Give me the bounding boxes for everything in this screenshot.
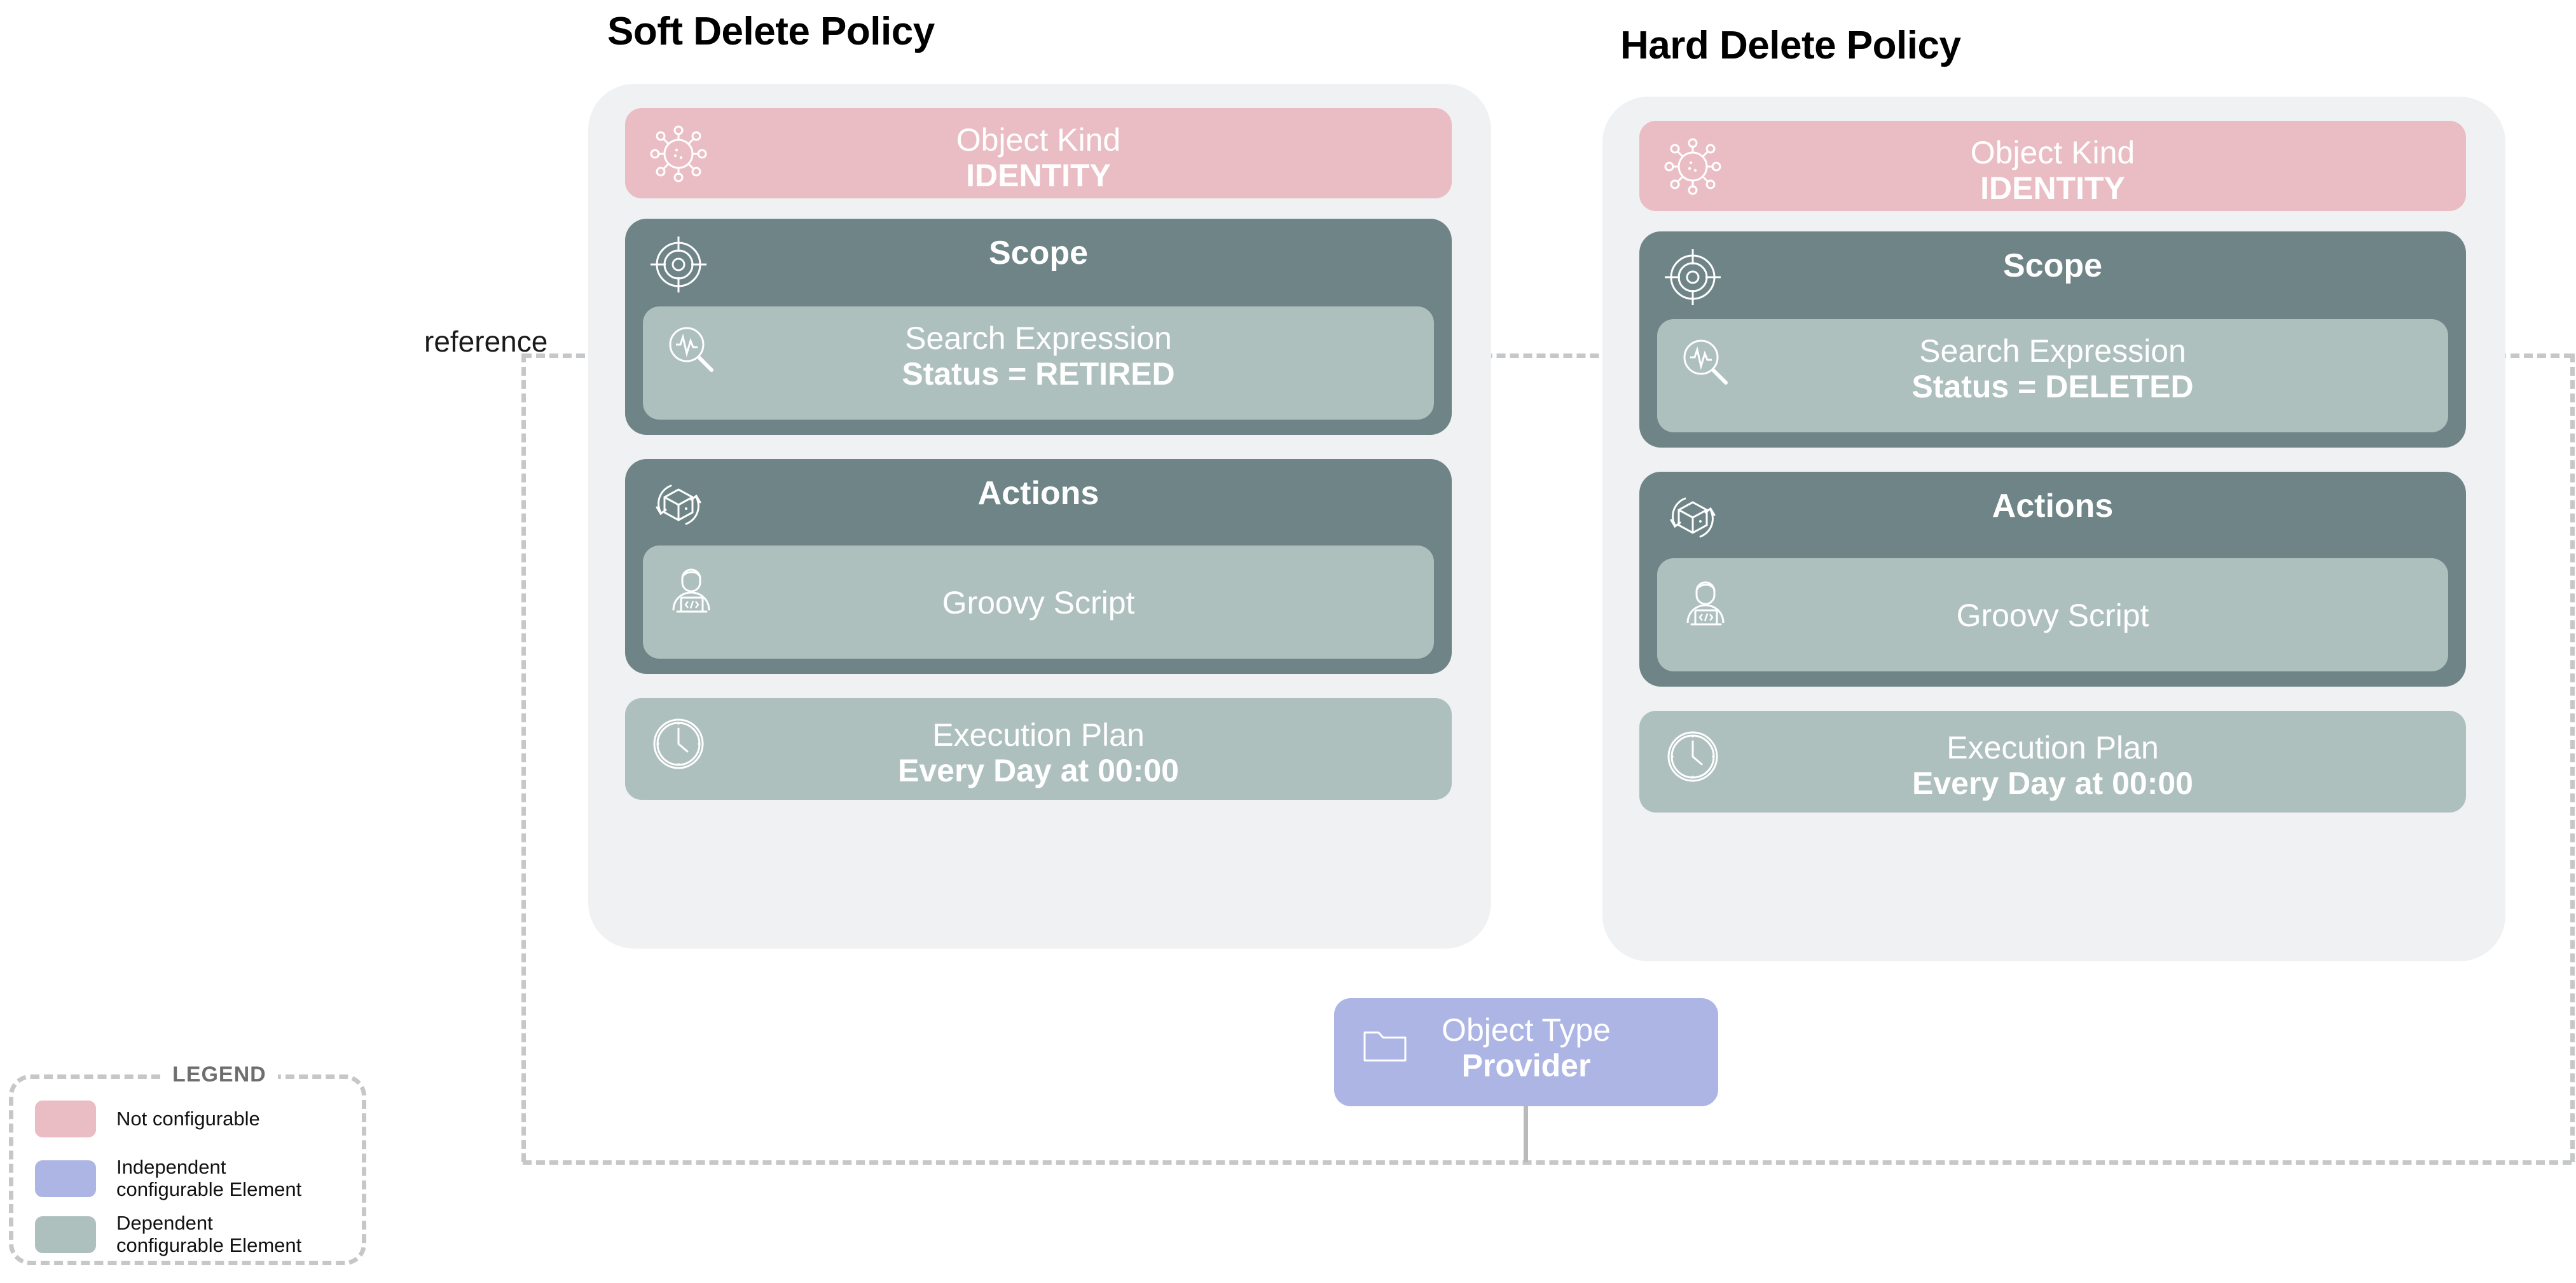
policy-title-soft-delete: Soft Delete Policy (607, 10, 935, 53)
developer-icon (1677, 573, 1733, 629)
box-refresh-icon (649, 476, 708, 534)
execution-plan-card[interactable]: Execution Plan Every Day at 00:00 (1639, 711, 2466, 813)
execution-plan-value: Every Day at 00:00 (898, 753, 1179, 788)
reference-line-left (521, 353, 526, 1162)
scope-title: Scope (2002, 247, 2103, 284)
legend-item-not-configurable: Not configurable (35, 1101, 260, 1137)
actions-section[interactable]: Actions Groovy Script (1639, 472, 2466, 687)
legend-item-dependent: Dependent configurable Element (35, 1212, 301, 1256)
reference-line-right (2570, 353, 2575, 1162)
legend-swatch-not-configurable (35, 1101, 96, 1137)
search-expression-label: Search Expression (905, 320, 1172, 356)
actions-title: Actions (1992, 488, 2114, 525)
target-icon (1663, 248, 1722, 306)
molecule-icon (649, 125, 708, 183)
policy-title-hard-delete: Hard Delete Policy (1620, 24, 1961, 67)
target-icon (649, 235, 708, 294)
actions-title: Actions (977, 475, 1099, 512)
legend-swatch-dependent (35, 1216, 96, 1253)
search-expression-card[interactable]: Search Expression Status = RETIRED (643, 306, 1434, 420)
groovy-script-label: Groovy Script (942, 585, 1135, 621)
execution-plan-label: Execution Plan (1946, 730, 2159, 765)
execution-plan-value: Every Day at 00:00 (1912, 765, 2193, 801)
clock-icon (649, 715, 708, 773)
search-pulse-icon (1677, 334, 1733, 390)
groovy-script-card[interactable]: Groovy Script (1657, 558, 2448, 671)
groovy-script-label: Groovy Script (1956, 598, 2149, 633)
reference-label: reference (424, 325, 548, 358)
execution-plan-label: Execution Plan (932, 717, 1145, 753)
object-kind-label: Object Kind (1970, 135, 2135, 170)
legend: LEGEND Not configurable Independent conf… (9, 1062, 366, 1265)
object-kind-label: Object Kind (956, 122, 1121, 158)
object-type-card[interactable]: Object Type Provider (1334, 998, 1718, 1106)
reference-line-top (523, 353, 2573, 358)
groovy-script-card[interactable]: Groovy Script (643, 545, 1434, 659)
groovy-script-text: Groovy Script (643, 585, 1434, 621)
search-expression-value: Status = RETIRED (902, 356, 1175, 392)
object-kind-text: Object Kind IDENTITY (1639, 135, 2466, 206)
molecule-icon (1663, 137, 1722, 196)
search-expression-text: Search Expression Status = RETIRED (643, 320, 1434, 392)
legend-label-independent: Independent configurable Element (116, 1156, 302, 1200)
scope-section[interactable]: Scope Search Expression Status = RETIRED (625, 219, 1452, 435)
policy-panel-soft-delete: Object Kind IDENTITY Scope (588, 84, 1491, 949)
box-refresh-icon (1663, 488, 1722, 547)
object-type-label: Object Type (1442, 1012, 1611, 1048)
scope-section[interactable]: Scope Search Expression Status = DELETED (1639, 231, 2466, 448)
search-pulse-icon (663, 322, 719, 378)
folder-icon (1360, 1020, 1410, 1071)
groovy-script-text: Groovy Script (1657, 598, 2448, 633)
execution-plan-card[interactable]: Execution Plan Every Day at 00:00 (625, 698, 1452, 800)
object-type-text: Object Type Provider (1334, 1012, 1718, 1083)
provider-connector-line (1524, 1106, 1528, 1162)
object-kind-card[interactable]: Object Kind IDENTITY (1639, 121, 2466, 211)
execution-plan-text: Execution Plan Every Day at 00:00 (625, 717, 1452, 788)
legend-label-not-configurable: Not configurable (116, 1107, 260, 1130)
reference-line-bottom (523, 1160, 2572, 1165)
object-kind-value: IDENTITY (966, 158, 1111, 193)
search-expression-label: Search Expression (1919, 333, 2186, 369)
object-type-value: Provider (1461, 1048, 1591, 1083)
scope-title: Scope (988, 235, 1089, 271)
object-kind-value: IDENTITY (1980, 170, 2125, 206)
execution-plan-text: Execution Plan Every Day at 00:00 (1639, 730, 2466, 801)
legend-swatch-independent (35, 1160, 96, 1197)
developer-icon (663, 561, 719, 617)
clock-icon (1663, 727, 1722, 786)
search-expression-value: Status = DELETED (1911, 369, 2194, 404)
legend-item-independent: Independent configurable Element (35, 1156, 301, 1200)
policy-panel-hard-delete: Object Kind IDENTITY Scope (1602, 97, 2505, 961)
actions-section[interactable]: Actions Groovy Script (625, 459, 1452, 674)
search-expression-text: Search Expression Status = DELETED (1657, 333, 2448, 404)
object-kind-text: Object Kind IDENTITY (625, 122, 1452, 193)
legend-title: LEGEND (161, 1062, 278, 1087)
search-expression-card[interactable]: Search Expression Status = DELETED (1657, 319, 2448, 432)
legend-label-dependent: Dependent configurable Element (116, 1212, 302, 1256)
object-kind-card[interactable]: Object Kind IDENTITY (625, 108, 1452, 198)
